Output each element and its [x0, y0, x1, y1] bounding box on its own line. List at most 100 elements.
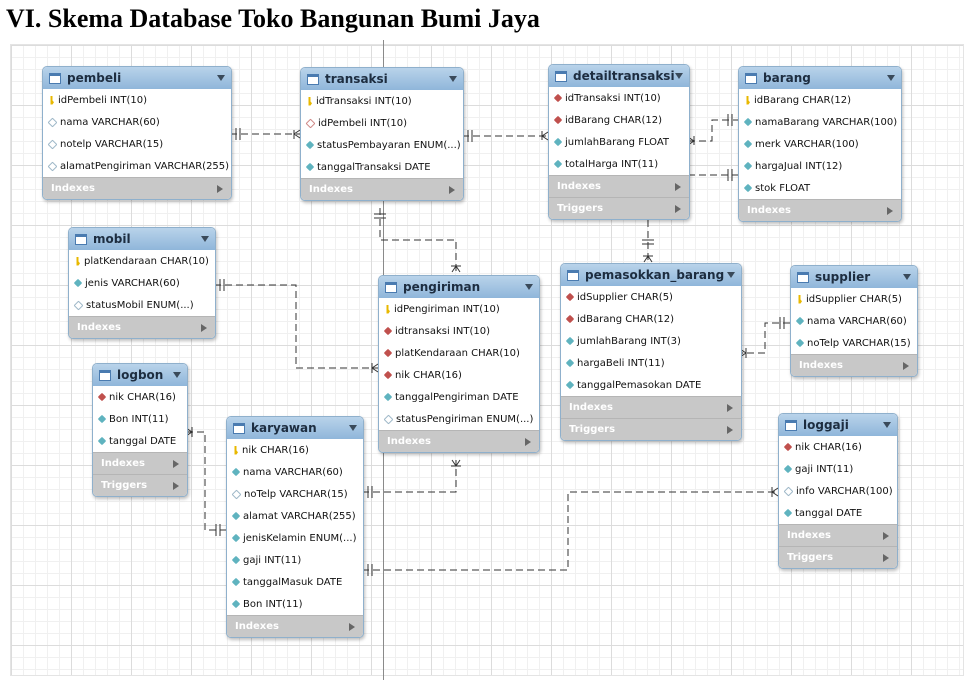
column-row[interactable]: idPembeli INT(10): [301, 112, 463, 134]
section-triggers[interactable]: Triggers: [549, 197, 689, 219]
section-indexes[interactable]: Indexes: [93, 452, 187, 474]
column-row[interactable]: merk VARCHAR(100): [739, 133, 901, 155]
column-row[interactable]: nama VARCHAR(60): [791, 310, 917, 332]
section-triggers[interactable]: Triggers: [561, 418, 741, 440]
chevron-right-icon[interactable]: [173, 459, 179, 468]
section-triggers[interactable]: Triggers: [93, 474, 187, 496]
chevron-right-icon[interactable]: [217, 184, 223, 193]
chevron-right-icon[interactable]: [525, 437, 531, 446]
chevron-down-icon[interactable]: [173, 372, 181, 378]
column-row[interactable]: tanggalMasuk DATE: [227, 571, 363, 593]
table-header[interactable]: supplier: [791, 266, 917, 288]
column-row[interactable]: noTelp VARCHAR(15): [227, 483, 363, 505]
section-indexes[interactable]: Indexes: [739, 199, 901, 221]
chevron-right-icon[interactable]: [727, 403, 733, 412]
column-row[interactable]: alamat VARCHAR(255): [227, 505, 363, 527]
column-row[interactable]: jumlahBarang FLOAT: [549, 131, 689, 153]
column-row[interactable]: gaji INT(11): [227, 549, 363, 571]
column-row[interactable]: nik CHAR(16): [779, 436, 897, 458]
column-row[interactable]: idPengiriman INT(10): [379, 298, 539, 320]
chevron-right-icon[interactable]: [449, 185, 455, 194]
table-header[interactable]: transaksi: [301, 68, 463, 90]
column-row[interactable]: alamatPengiriman VARCHAR(255): [43, 155, 231, 177]
column-row[interactable]: notelp VARCHAR(15): [43, 133, 231, 155]
chevron-down-icon[interactable]: [349, 425, 357, 431]
column-row[interactable]: statusPembayaran ENUM(...): [301, 134, 463, 156]
column-row[interactable]: tanggalTransaksi DATE: [301, 156, 463, 178]
column-row[interactable]: gaji INT(11): [779, 458, 897, 480]
table-header[interactable]: logbon: [93, 364, 187, 386]
chevron-right-icon[interactable]: [675, 204, 681, 213]
column-row[interactable]: statusPengiriman ENUM(...): [379, 408, 539, 430]
chevron-down-icon[interactable]: [217, 75, 225, 81]
section-indexes[interactable]: Indexes: [69, 316, 215, 338]
chevron-right-icon[interactable]: [903, 361, 909, 370]
chevron-right-icon[interactable]: [173, 481, 179, 490]
chevron-right-icon[interactable]: [727, 425, 733, 434]
chevron-down-icon[interactable]: [727, 272, 735, 278]
column-row[interactable]: noTelp VARCHAR(15): [791, 332, 917, 354]
column-row[interactable]: idTransaksi INT(10): [549, 87, 689, 109]
column-row[interactable]: idBarang CHAR(12): [549, 109, 689, 131]
column-row[interactable]: nik CHAR(16): [227, 439, 363, 461]
column-row[interactable]: jumlahBarang INT(3): [561, 330, 741, 352]
section-indexes[interactable]: Indexes: [379, 430, 539, 452]
column-row[interactable]: Bon INT(11): [227, 593, 363, 615]
section-indexes[interactable]: Indexes: [549, 175, 689, 197]
column-row[interactable]: nik CHAR(16): [379, 364, 539, 386]
table-header[interactable]: detailtransaksi: [549, 65, 689, 87]
chevron-down-icon[interactable]: [903, 274, 911, 280]
section-indexes[interactable]: Indexes: [779, 524, 897, 546]
column-row[interactable]: namaBarang VARCHAR(100): [739, 111, 901, 133]
column-row[interactable]: idPembeli INT(10): [43, 89, 231, 111]
column-row[interactable]: statusMobil ENUM(...): [69, 294, 215, 316]
column-row[interactable]: hargaJual INT(12): [739, 155, 901, 177]
column-row[interactable]: platKendaraan CHAR(10): [69, 250, 215, 272]
section-indexes[interactable]: Indexes: [561, 396, 741, 418]
chevron-right-icon[interactable]: [349, 622, 355, 631]
chevron-down-icon[interactable]: [883, 422, 891, 428]
column-row[interactable]: tanggal DATE: [779, 502, 897, 524]
column-row[interactable]: idBarang CHAR(12): [739, 89, 901, 111]
column-row[interactable]: jenis VARCHAR(60): [69, 272, 215, 294]
chevron-down-icon[interactable]: [201, 236, 209, 242]
chevron-down-icon[interactable]: [887, 75, 895, 81]
column-row[interactable]: idSupplier CHAR(5): [791, 288, 917, 310]
column-row[interactable]: idSupplier CHAR(5): [561, 286, 741, 308]
column-row[interactable]: idtransaksi INT(10): [379, 320, 539, 342]
column-row[interactable]: tanggalPemasokan DATE: [561, 374, 741, 396]
chevron-right-icon[interactable]: [883, 531, 889, 540]
column-row[interactable]: idBarang CHAR(12): [561, 308, 741, 330]
column-row[interactable]: idTransaksi INT(10): [301, 90, 463, 112]
section-indexes[interactable]: Indexes: [791, 354, 917, 376]
chevron-right-icon[interactable]: [675, 182, 681, 191]
table-header[interactable]: karyawan: [227, 417, 363, 439]
table-header[interactable]: pengiriman: [379, 276, 539, 298]
table-header[interactable]: loggaji: [779, 414, 897, 436]
column-row[interactable]: platKendaraan CHAR(10): [379, 342, 539, 364]
section-indexes[interactable]: Indexes: [301, 178, 463, 200]
chevron-down-icon[interactable]: [525, 284, 533, 290]
table-header[interactable]: mobil: [69, 228, 215, 250]
column-row[interactable]: Bon INT(11): [93, 408, 187, 430]
table-header[interactable]: barang: [739, 67, 901, 89]
column-row[interactable]: tanggal DATE: [93, 430, 187, 452]
section-triggers[interactable]: Triggers: [779, 546, 897, 568]
column-row[interactable]: tanggalPengiriman DATE: [379, 386, 539, 408]
section-indexes[interactable]: Indexes: [43, 177, 231, 199]
table-header[interactable]: pembeli: [43, 67, 231, 89]
column-row[interactable]: totalHarga INT(11): [549, 153, 689, 175]
column-row[interactable]: nama VARCHAR(60): [227, 461, 363, 483]
column-row[interactable]: stok FLOAT: [739, 177, 901, 199]
chevron-right-icon[interactable]: [201, 323, 207, 332]
